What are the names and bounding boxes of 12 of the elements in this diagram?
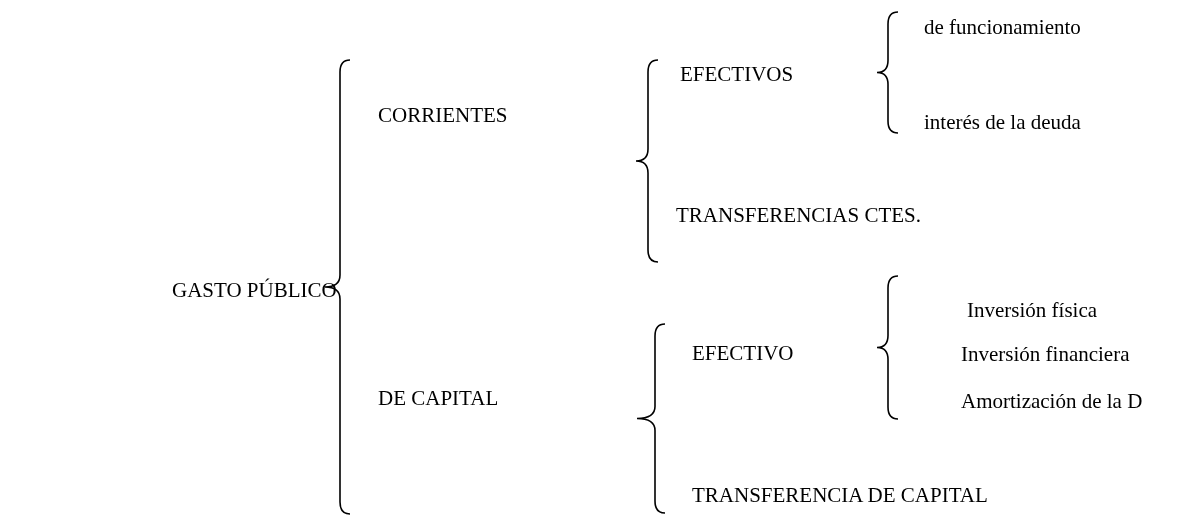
category-label: TRANSFERENCIA DE CAPITAL — [692, 482, 988, 508]
category-label: Amortización de la D — [961, 388, 1143, 414]
category-label: TRANSFERENCIAS CTES. — [676, 202, 922, 228]
category-label: Inversión física — [967, 297, 1098, 323]
category-label: Inversión financiera — [961, 341, 1130, 367]
category-label: EFECTIVO — [692, 340, 794, 366]
category-label: GASTO PÚBLICO — [172, 277, 337, 303]
category-label: CORRIENTES — [378, 102, 508, 128]
category-label: de funcionamiento — [924, 14, 1081, 40]
category-label: interés de la deuda — [924, 109, 1081, 135]
category-label: EFECTIVOS — [680, 61, 794, 87]
category-label: DE CAPITAL — [378, 385, 499, 411]
